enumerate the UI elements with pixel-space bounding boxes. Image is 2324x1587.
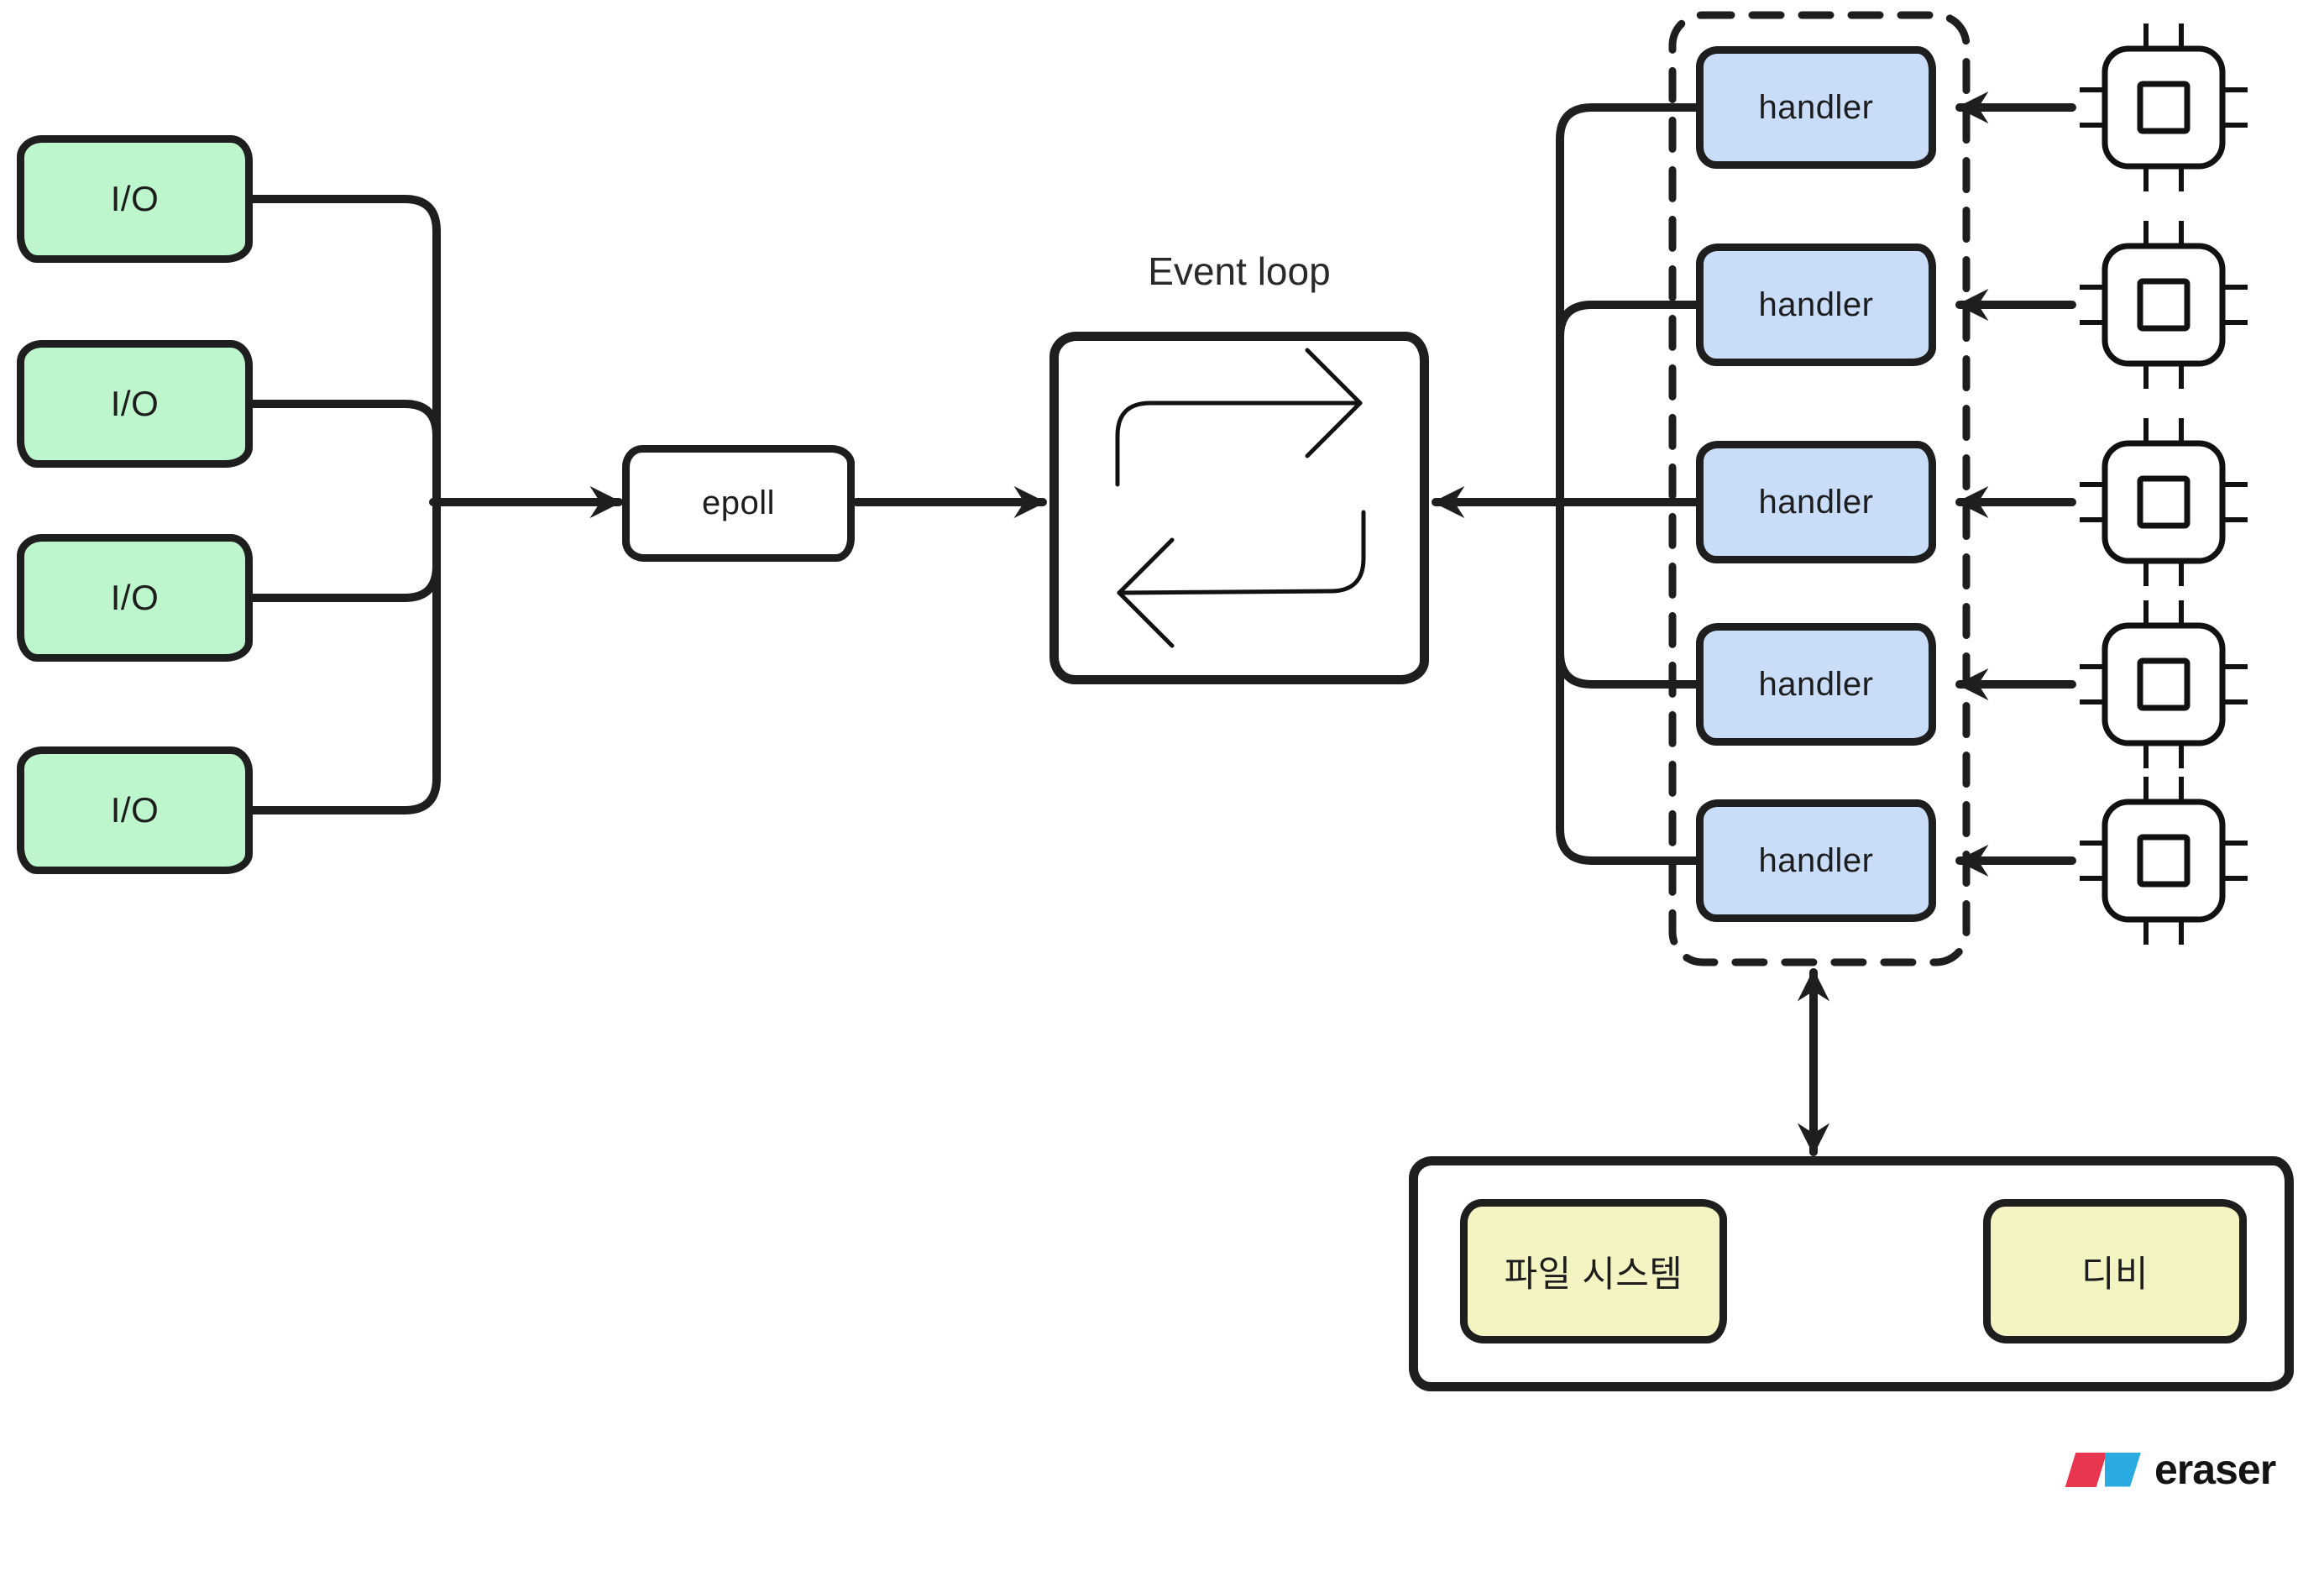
connector-io1	[246, 195, 441, 506]
handler-box-1: handler	[1696, 46, 1936, 169]
cpu-chip-icon-4	[2080, 600, 2248, 768]
io-box-4-label: I/O	[110, 790, 160, 830]
connector-handler4	[1556, 498, 1702, 689]
eraser-logo-blue-shape	[2105, 1452, 2141, 1487]
cpu-chip-icon-2	[2080, 221, 2248, 389]
handler-box-5: handler	[1696, 799, 1936, 922]
io-box-1-label: I/O	[110, 179, 160, 218]
file-system-label: 파일 시스템	[1504, 1254, 1683, 1295]
epoll-box: epoll	[622, 445, 855, 562]
eraser-logo-red-shape	[2065, 1452, 2107, 1487]
cpu-chip-icon-5	[2080, 777, 2248, 945]
event-loop-title: Event loop	[1148, 249, 1331, 293]
db-label: 디비	[2081, 1254, 2149, 1295]
cpu-chip-icon-3	[2080, 418, 2248, 586]
connector-handler5	[1556, 498, 1702, 865]
handler-box-4: handler	[1696, 623, 1936, 746]
eraser-logo: eraser	[2065, 1446, 2276, 1493]
connector-handler1	[1556, 103, 1702, 506]
handler-3-label: handler	[1758, 483, 1874, 521]
db-box: 디비	[1983, 1199, 2247, 1343]
io-box-1: I/O	[17, 135, 253, 263]
handler-box-3: handler	[1696, 441, 1936, 563]
io-box-3-label: I/O	[110, 578, 160, 617]
connector-io2	[246, 400, 441, 506]
handler-1-label: handler	[1758, 88, 1874, 126]
handler-4-label: handler	[1758, 665, 1874, 703]
loop-cycle-icon	[1115, 348, 1366, 648]
connector-io4	[246, 498, 441, 814]
io-box-4: I/O	[17, 746, 253, 874]
storage-container: 파일 시스템 디비	[1409, 1156, 2294, 1391]
connector-io3	[246, 498, 441, 602]
io-box-2: I/O	[17, 340, 253, 468]
eraser-logo-icon	[2065, 1452, 2141, 1487]
handler-2-label: handler	[1758, 285, 1874, 323]
io-box-2-label: I/O	[110, 384, 160, 423]
event-loop-box	[1049, 332, 1429, 684]
epoll-label: epoll	[701, 484, 775, 521]
handler-box-2: handler	[1696, 244, 1936, 366]
io-box-3: I/O	[17, 534, 253, 662]
file-system-box: 파일 시스템	[1460, 1199, 1727, 1343]
eraser-logo-text: eraser	[2154, 1446, 2276, 1493]
handler-5-label: handler	[1758, 841, 1874, 879]
cpu-chip-icon-1	[2080, 24, 2248, 191]
connector-handler2	[1556, 301, 1702, 506]
